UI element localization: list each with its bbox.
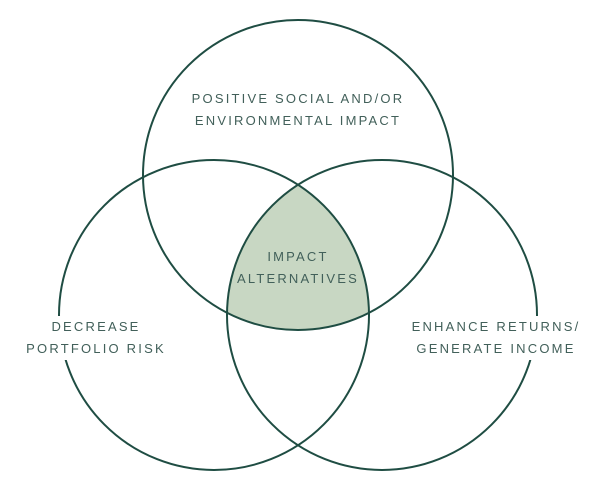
label-left: DECREASE PORTFOLIO RISK [18,316,174,360]
label-left-line2: PORTFOLIO RISK [22,338,170,360]
circle-right [226,159,538,471]
label-right: ENHANCE RETURNS/ GENERATE INCOME [396,316,596,360]
intersection-region [227,160,369,330]
label-center: IMPACT ALTERNATIVES [218,246,378,290]
label-top-line2: ENVIRONMENTAL IMPACT [194,113,402,128]
label-top-line1: POSITIVE SOCIAL AND/OR [191,91,405,106]
label-top: POSITIVE SOCIAL AND/OR ENVIRONMENTAL IMP… [148,88,448,132]
label-center-line2: ALTERNATIVES [237,271,359,286]
circle-left [58,159,370,471]
label-left-line1: DECREASE [47,316,145,338]
label-center-line1: IMPACT [267,249,329,264]
label-right-line1: ENHANCE RETURNS/ [407,316,585,338]
label-right-line2: GENERATE INCOME [412,338,580,360]
circle-top [142,19,454,331]
